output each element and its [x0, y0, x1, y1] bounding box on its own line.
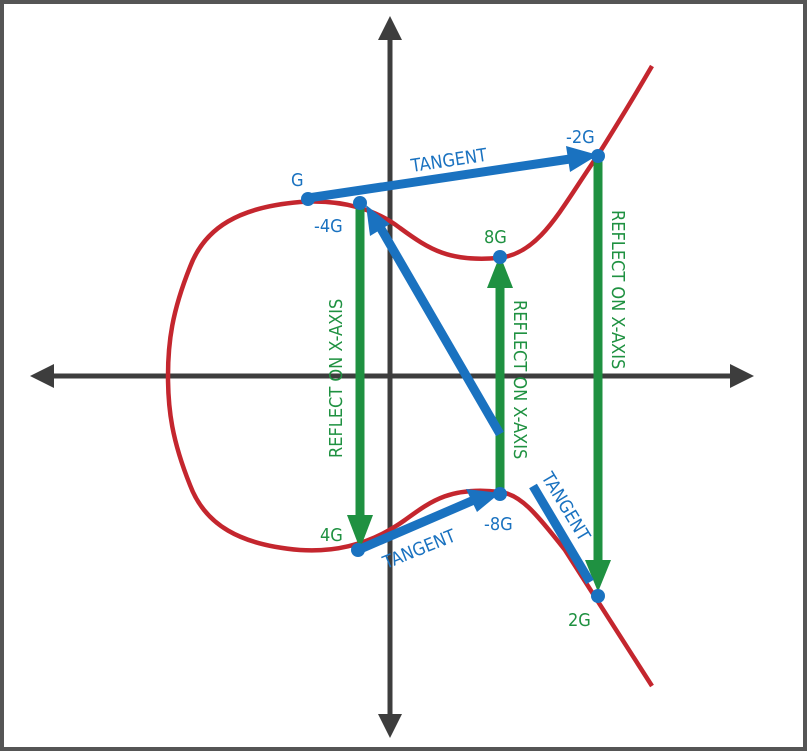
point-8g: [493, 250, 507, 264]
tangent-arrow-bottom-head: [466, 489, 500, 512]
label-8g: 8G: [484, 227, 507, 248]
label-g: G: [291, 170, 304, 191]
axes: [30, 16, 754, 738]
curve-points: [301, 149, 605, 603]
y-axis-bottom-arrowhead: [378, 714, 402, 738]
reflect-arrow-right-head: [585, 560, 611, 592]
label-2g: 2G: [568, 610, 591, 631]
point-neg-2g: [591, 149, 605, 163]
reflect-arrow-mid-head: [487, 255, 513, 288]
label-4g: 4G: [320, 525, 343, 546]
label-neg-4g: -4G: [314, 216, 343, 237]
x-axis-right-arrowhead: [730, 364, 754, 388]
tangent-arrow-top-head: [566, 146, 598, 172]
point-neg-4g: [353, 196, 367, 210]
label-reflect-left: REFLECT ON X-AXIS: [326, 299, 347, 458]
point-4g: [351, 543, 365, 557]
label-neg-2g: -2G: [566, 127, 595, 148]
reflection-arrows: [347, 156, 611, 592]
label-reflect-mid: REFLECT ON X-AXIS: [509, 300, 530, 459]
chord-arrow-diagonal-head: [366, 205, 390, 236]
tangent-arrow-right-shaft: [529, 483, 594, 585]
label-neg-8g: -8G: [484, 514, 513, 535]
tangent-arrow-top-shaft: [307, 154, 571, 203]
x-axis-left-arrowhead: [30, 364, 54, 388]
reflect-arrow-left-head: [347, 515, 373, 549]
tangent-arrow-bottom-shaft: [356, 495, 476, 555]
y-axis-top-arrowhead: [378, 16, 402, 40]
point-2g: [591, 589, 605, 603]
point-g: [301, 192, 315, 206]
point-neg-8g: [493, 487, 507, 501]
label-reflect-right: REFLECT ON X-AXIS: [607, 210, 628, 369]
chord-arrow-diagonal-shaft: [376, 224, 504, 437]
point-labels: G -2G -4G 8G 4G -8G 2G: [291, 127, 595, 631]
tangent-arrows: [307, 146, 598, 585]
